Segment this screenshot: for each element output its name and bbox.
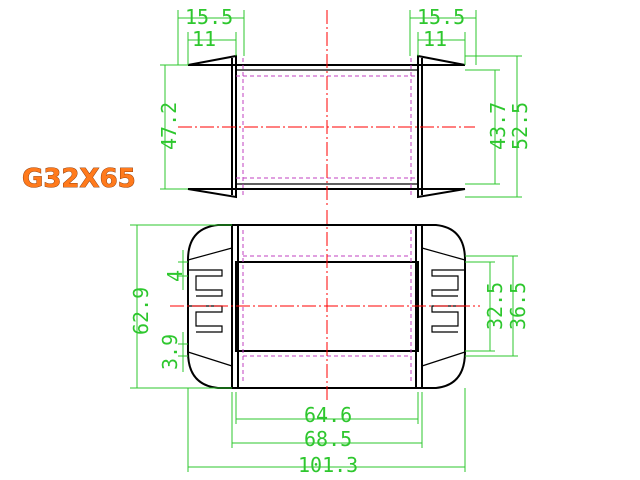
- top-right-flange: [417, 54, 466, 199]
- front-right-fins: [421, 247, 466, 367]
- dim-top-height-right-inner: 43.7: [486, 102, 510, 150]
- dim-front-outer-height: 36.5: [506, 282, 530, 330]
- part-title: G32X65: [22, 164, 136, 194]
- dim-width-inner: 64.6: [304, 403, 352, 427]
- dim-front-inner-height: 32.5: [483, 282, 507, 330]
- dim-width-mid: 68.5: [304, 427, 352, 451]
- dim-top-right-outer: 15.5: [417, 5, 465, 29]
- dim-top-height-left: 47.2: [157, 102, 181, 150]
- dim-top-left-outer: 15.5: [185, 5, 233, 29]
- dim-top-right-inner: 11: [423, 27, 447, 51]
- dim-front-flange: 3.9: [158, 334, 182, 370]
- dim-top-left-inner: 11: [192, 27, 216, 51]
- dim-width-total: 101.3: [298, 453, 358, 477]
- front-left-fins: [187, 247, 233, 367]
- top-dimensions: [160, 10, 522, 198]
- top-view: [178, 10, 475, 205]
- front-view: [170, 210, 480, 400]
- dim-top-height-right-outer: 52.5: [508, 102, 532, 150]
- dim-front-height: 62.9: [129, 287, 153, 335]
- dim-front-slot: 4: [163, 270, 187, 282]
- front-dimensions: [130, 224, 518, 472]
